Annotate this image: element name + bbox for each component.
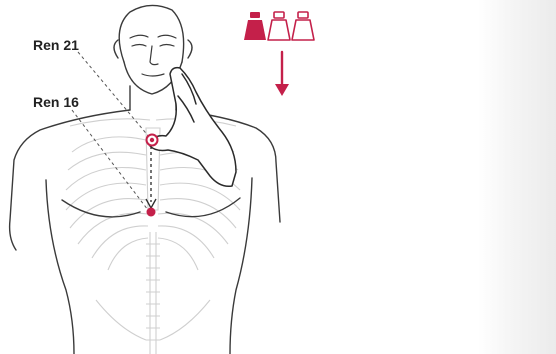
ren21-label: Ren 21 <box>33 38 79 52</box>
weight-icon-empty <box>292 12 314 40</box>
ren16-label: Ren 16 <box>33 95 79 109</box>
body-outline <box>10 5 280 354</box>
weight-icon-empty <box>268 12 290 40</box>
pressure-weight-indicator <box>244 12 314 96</box>
ren21-point <box>150 138 154 142</box>
weight-icon-filled <box>244 12 266 40</box>
arrow-down-icon <box>275 52 289 96</box>
face <box>130 35 176 76</box>
ren21-leader-line <box>78 52 150 138</box>
ren16-point <box>147 208 156 217</box>
